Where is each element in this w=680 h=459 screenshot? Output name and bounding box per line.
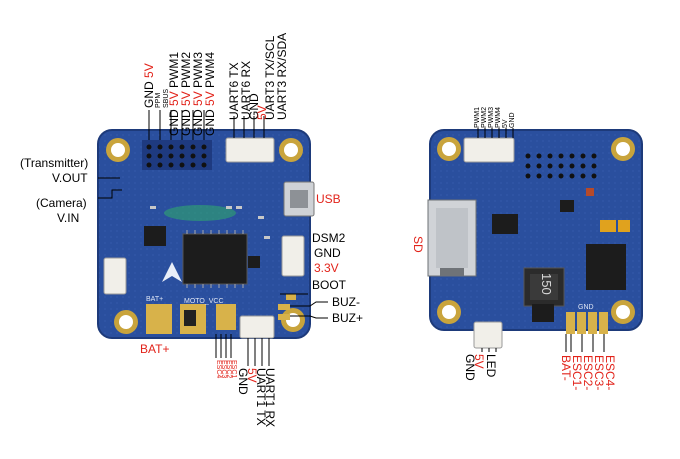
- sd-label: SD: [411, 236, 425, 253]
- buz-minus-label: BUZ-: [332, 295, 360, 309]
- mcu-chip: [182, 233, 248, 285]
- buz-plus-label: BUZ+: [332, 311, 364, 325]
- esc-chip: [586, 244, 626, 290]
- back-pwm2-label: PWM2: [481, 107, 488, 128]
- back-top-connector: [463, 137, 515, 163]
- uart1-tx-label: UART1 TX: [254, 368, 268, 426]
- front-board: [97, 129, 315, 339]
- back-pwm1-label: PWM1: [474, 107, 481, 128]
- back-gnd-label: GND: [509, 112, 516, 128]
- led-connector: [473, 321, 503, 349]
- silk-bat: BAT+: [146, 296, 164, 303]
- esc4-minus-label: ESC4-: [603, 355, 617, 391]
- bat-pad: [146, 304, 172, 334]
- inductor-label: 150: [539, 273, 554, 295]
- back-pin-header: [525, 153, 597, 179]
- silk-moto: MOTO_VCC: [184, 298, 224, 305]
- vout-label: V.OUT: [52, 171, 88, 185]
- camera-label: (Camera): [36, 196, 87, 210]
- back-pwm3-label: PWM3: [488, 107, 495, 128]
- back-pwm4-label: PWM4: [495, 107, 502, 128]
- bat-plus-label: BAT+: [140, 342, 170, 356]
- col1-5v: 5V: [142, 63, 156, 78]
- front-bottom-connector: [239, 315, 275, 339]
- silk-back-gnd: GND: [578, 304, 594, 311]
- front-left-connector: [103, 257, 127, 295]
- front-top-connector: [225, 137, 275, 163]
- dsm2-3v3-label: 3.3V: [314, 261, 339, 275]
- transmitter-label: (Transmitter): [20, 156, 89, 170]
- front-header-col1-ppm: PPM: [155, 92, 162, 108]
- boot-label: BOOT: [312, 278, 347, 292]
- dsm2-label: DSM2: [312, 231, 346, 245]
- dsm2-gnd-label: GND: [314, 246, 341, 260]
- back-board: [427, 129, 643, 349]
- vin-label: V.IN: [57, 211, 80, 225]
- leader-lines: [98, 110, 605, 366]
- uart3-rx-sda-label: UART3 RX/SDA: [275, 32, 289, 120]
- front-header-col1: GND 5V: [142, 63, 156, 108]
- dsm2-connector: [281, 235, 305, 277]
- esc-pads: [566, 312, 608, 334]
- back-led-label: LED: [484, 354, 498, 378]
- front-header-col5: GND 5V PWM4: [203, 51, 217, 136]
- front-bottom-gnd-label: GND: [236, 368, 250, 395]
- usb-label: USB: [316, 192, 341, 206]
- col1-gnd: GND: [142, 81, 156, 108]
- back-mount-holes: [437, 137, 635, 324]
- osd-chip: [144, 226, 166, 246]
- logo-arrow: [162, 262, 182, 282]
- front-pin-header: [142, 140, 212, 170]
- back-5v-label: 5V: [502, 119, 509, 128]
